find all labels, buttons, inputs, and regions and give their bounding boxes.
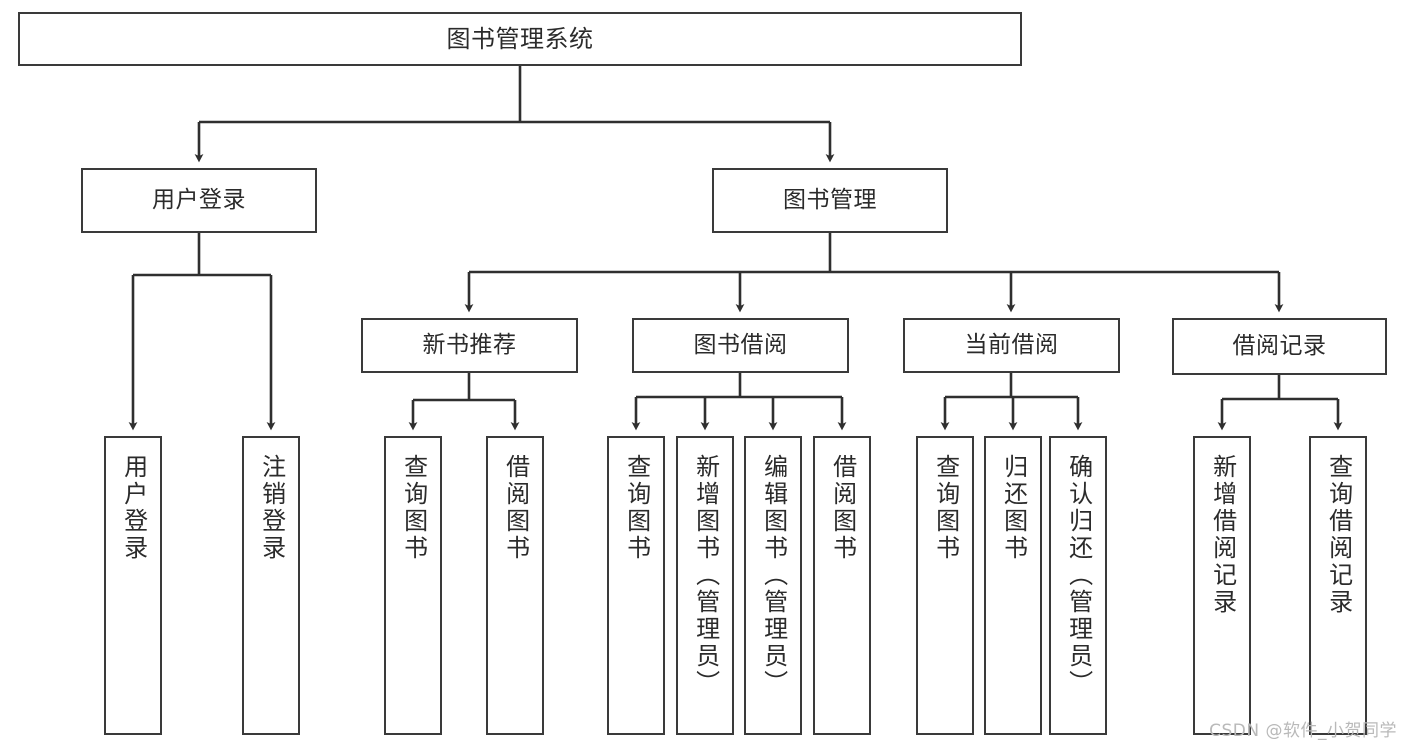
node-current-borrow-label: 当前借阅 <box>964 331 1059 358</box>
leaf-confirm-return-label: 确认归还（管理员） <box>1064 454 1093 697</box>
leaf-query-book-2-label: 查询图书 <box>622 454 651 562</box>
leaf-borrow-book-1[interactable]: 借阅图书 <box>486 436 544 735</box>
leaf-query-book-3[interactable]: 查询图书 <box>916 436 974 735</box>
node-book-manage-label: 图书管理 <box>783 186 877 213</box>
leaf-logout-login[interactable]: 注销登录 <box>242 436 300 735</box>
node-root-label: 图书管理系统 <box>446 24 594 53</box>
node-user-login[interactable]: 用户登录 <box>81 168 317 233</box>
node-borrow-record[interactable]: 借阅记录 <box>1172 318 1387 375</box>
leaf-borrow-book-1-label: 借阅图书 <box>501 454 530 562</box>
leaf-edit-book-label: 编辑图书（管理员） <box>759 454 788 697</box>
leaf-user-login-label: 用户登录 <box>119 454 148 562</box>
leaf-add-record-label: 新增借阅记录 <box>1208 454 1237 616</box>
leaf-confirm-return[interactable]: 确认归还（管理员） <box>1049 436 1107 735</box>
node-new-book-recommend-label: 新书推荐 <box>422 331 517 358</box>
node-user-login-label: 用户登录 <box>152 186 246 213</box>
leaf-add-book[interactable]: 新增图书（管理员） <box>676 436 734 735</box>
leaf-borrow-book-2[interactable]: 借阅图书 <box>813 436 871 735</box>
leaf-query-record[interactable]: 查询借阅记录 <box>1309 436 1367 735</box>
leaf-query-book-3-label: 查询图书 <box>931 454 960 562</box>
leaf-add-record[interactable]: 新增借阅记录 <box>1193 436 1251 735</box>
leaf-logout-login-label: 注销登录 <box>257 454 286 562</box>
node-new-book-recommend[interactable]: 新书推荐 <box>361 318 578 373</box>
leaf-query-record-label: 查询借阅记录 <box>1324 454 1353 616</box>
leaf-return-book[interactable]: 归还图书 <box>984 436 1042 735</box>
leaf-query-book-2[interactable]: 查询图书 <box>607 436 665 735</box>
node-book-manage[interactable]: 图书管理 <box>712 168 948 233</box>
leaf-borrow-book-2-label: 借阅图书 <box>828 454 857 562</box>
csdn-watermark: CSDN @软件_小贺同学 <box>1209 721 1397 741</box>
node-book-borrow-label: 图书借阅 <box>693 331 788 358</box>
leaf-add-book-label: 新增图书（管理员） <box>691 454 720 697</box>
leaf-return-book-label: 归还图书 <box>999 454 1028 562</box>
node-borrow-record-label: 借阅记录 <box>1232 332 1327 359</box>
node-book-borrow[interactable]: 图书借阅 <box>632 318 849 373</box>
leaf-query-book-1[interactable]: 查询图书 <box>384 436 442 735</box>
node-root[interactable]: 图书管理系统 <box>18 12 1022 66</box>
leaf-user-login[interactable]: 用户登录 <box>104 436 162 735</box>
leaf-edit-book[interactable]: 编辑图书（管理员） <box>744 436 802 735</box>
leaf-query-book-1-label: 查询图书 <box>399 454 428 562</box>
node-current-borrow[interactable]: 当前借阅 <box>903 318 1120 373</box>
